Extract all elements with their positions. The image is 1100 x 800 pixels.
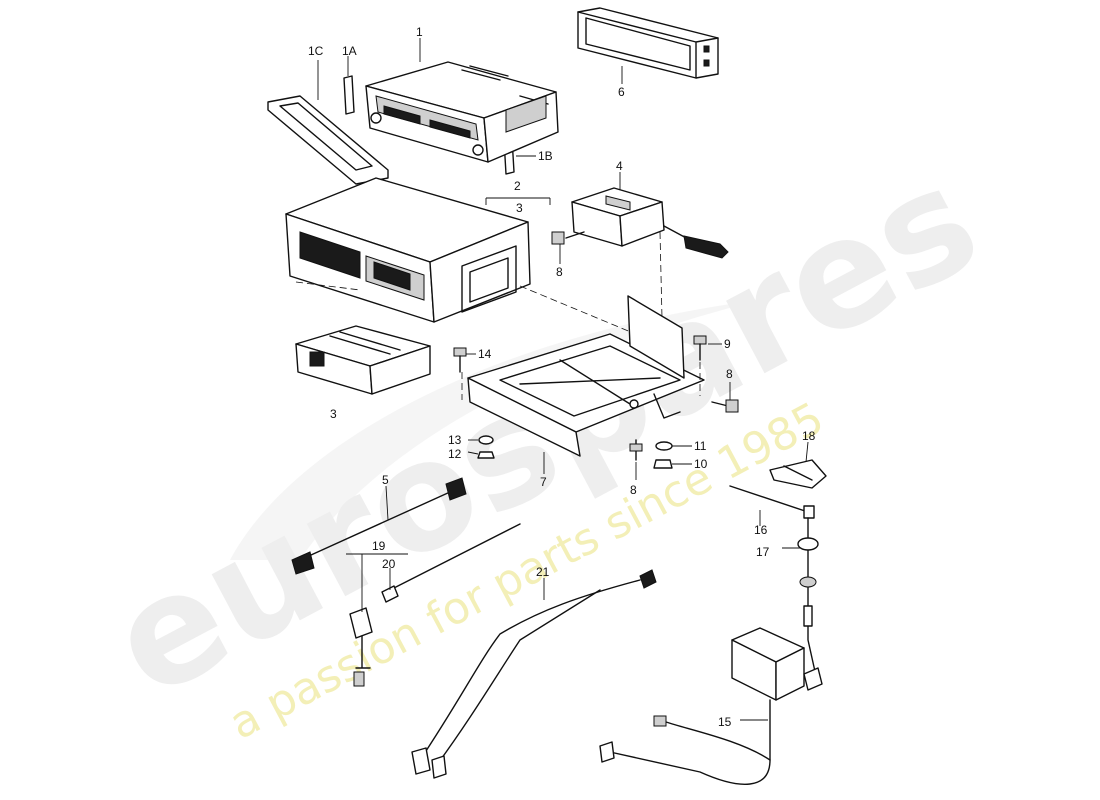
callout-8-right: 8 <box>726 367 733 381</box>
callout-10: 10 <box>694 457 708 471</box>
watermark: eurospares a passion for parts since 198… <box>85 133 1004 750</box>
part-21-split-antenna-cable <box>411 569 657 779</box>
part-19-antenna-adapter <box>349 607 373 687</box>
part-18-antenna-cap <box>769 459 827 489</box>
callout-1: 1 <box>416 25 423 39</box>
callout-8-left: 8 <box>556 265 563 279</box>
callout-11: 11 <box>694 439 707 453</box>
part-14-screw <box>453 347 467 373</box>
part-11-washer <box>655 441 673 451</box>
part-17-antenna-mount <box>797 517 823 691</box>
callout-3-top: 3 <box>516 201 523 215</box>
part-9-screw <box>693 335 707 361</box>
part-2-cd-changer <box>285 177 651 341</box>
callout-17: 17 <box>756 545 770 559</box>
part-5-data-cable <box>291 477 467 575</box>
callout-18: 18 <box>802 429 816 443</box>
callout-7: 7 <box>540 475 547 489</box>
part-8-bolt-upper <box>551 231 585 245</box>
callout-labels: 1C 1A 1 1B 6 2 3 4 8 9 8 14 3 13 12 11 1… <box>308 25 816 729</box>
part-10-nut <box>653 459 673 469</box>
callout-16: 16 <box>754 523 768 537</box>
callout-1a: 1A <box>342 44 357 58</box>
part-6-mounting-sleeve <box>577 7 719 79</box>
part-4-interface-box <box>571 187 729 259</box>
callout-4: 4 <box>616 159 623 173</box>
part-7-mounting-tray <box>467 295 705 457</box>
callout-13: 13 <box>448 433 462 447</box>
callout-1b: 1B <box>538 149 553 163</box>
callout-6: 6 <box>618 85 625 99</box>
part-1-radio-unit <box>365 61 559 163</box>
callout-1c: 1C <box>308 44 324 58</box>
part-13-washer <box>478 435 494 445</box>
part-1c-bezel-frame <box>267 95 389 185</box>
callout-15: 15 <box>718 715 732 729</box>
leader-lines <box>317 38 809 721</box>
callout-2: 2 <box>514 179 521 193</box>
part-1a-release-key <box>343 75 355 115</box>
part-8-bolt-lower <box>629 439 643 461</box>
part-3-cd-magazine <box>295 325 431 395</box>
callout-20: 20 <box>382 557 396 571</box>
part-12-nut <box>477 451 495 459</box>
callout-21: 21 <box>536 565 550 579</box>
callout-5: 5 <box>382 473 389 487</box>
part-16-antenna-rod <box>729 485 815 519</box>
callout-8-bottom: 8 <box>630 483 637 497</box>
callout-14: 14 <box>478 347 492 361</box>
callout-9: 9 <box>724 337 731 351</box>
callout-19: 19 <box>372 539 386 553</box>
part-15-antenna-amplifier <box>599 627 805 785</box>
callout-3-bottom: 3 <box>330 407 337 421</box>
watermark-swoosh <box>230 300 760 560</box>
part-20-antenna-cable <box>381 523 521 603</box>
part-8-bolt-right <box>711 399 739 413</box>
callout-12: 12 <box>448 447 462 461</box>
